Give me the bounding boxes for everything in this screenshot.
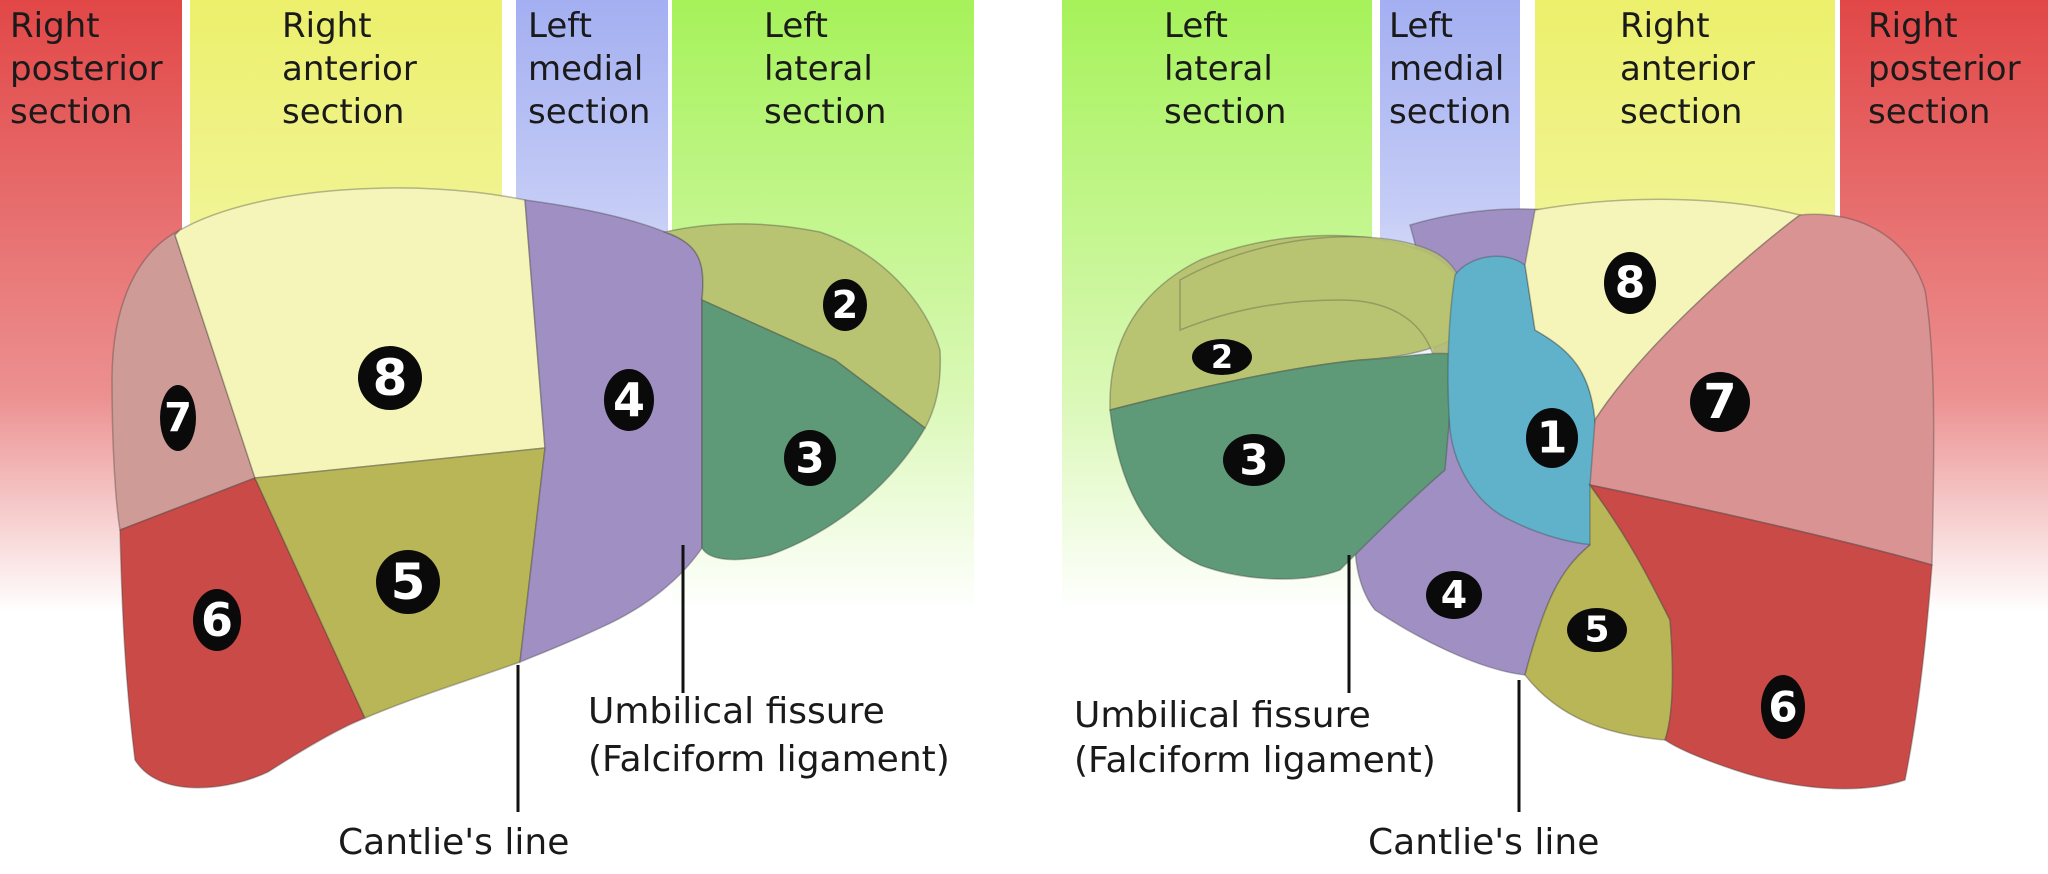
band-label: anterior xyxy=(282,49,417,89)
umbilical-fissure-label: Umbilical fissure xyxy=(1074,695,1371,736)
band-label: section xyxy=(1389,92,1511,132)
segment-marker: 4 xyxy=(604,369,654,431)
band-label: Right xyxy=(282,6,372,46)
band-label: section xyxy=(1164,92,1286,132)
svg-text:7: 7 xyxy=(164,395,192,441)
left-view: Right posterior section Right anterior s… xyxy=(0,0,974,863)
segment-8 xyxy=(174,187,546,479)
right-segment-markers: 2 3 4 1 8 7 5 xyxy=(1192,252,1805,739)
band-label: lateral xyxy=(1164,49,1273,89)
band-label: section xyxy=(282,92,404,132)
band-label: Left xyxy=(528,6,592,46)
svg-text:1: 1 xyxy=(1537,413,1568,464)
right-view: Left lateral section Left medial section… xyxy=(1062,0,2048,863)
segment-2 xyxy=(662,222,942,430)
band-label: section xyxy=(764,92,886,132)
band-label: posterior xyxy=(10,49,163,89)
left-segment-markers: 7 8 6 5 4 2 3 xyxy=(160,279,867,651)
svg-text:3: 3 xyxy=(795,434,824,483)
svg-text:8: 8 xyxy=(1615,258,1646,309)
band-label: medial xyxy=(1389,49,1504,89)
band-label: section xyxy=(528,92,650,132)
band-label: medial xyxy=(528,49,643,89)
segment-6 xyxy=(1588,483,1933,790)
svg-text:8: 8 xyxy=(373,349,408,407)
band-label: Right xyxy=(10,6,100,46)
falciform-ligament-label: (Falciform ligament) xyxy=(588,739,950,780)
band-label: posterior xyxy=(1868,49,2021,89)
segment-3 xyxy=(701,298,926,561)
segment-1 xyxy=(1447,255,1601,546)
svg-text:2: 2 xyxy=(832,283,858,327)
cantlies-line-label: Cantlie's line xyxy=(338,822,569,863)
segment-marker: 8 xyxy=(358,346,422,410)
svg-text:3: 3 xyxy=(1239,436,1268,485)
segment-marker: 3 xyxy=(1223,434,1285,486)
svg-text:7: 7 xyxy=(1703,374,1736,430)
segment-marker: 5 xyxy=(1567,608,1627,652)
cantlies-line-label: Cantlie's line xyxy=(1368,822,1599,863)
segment-marker: 4 xyxy=(1426,571,1482,619)
svg-text:4: 4 xyxy=(1441,573,1467,617)
band-label: anterior xyxy=(1620,49,1755,89)
band-label: Left xyxy=(764,6,828,46)
umbilical-fissure-label: Umbilical fissure xyxy=(588,691,885,732)
segment-marker: 8 xyxy=(1604,252,1656,314)
segment-marker: 6 xyxy=(1761,675,1805,739)
left-band-labels: Right posterior section Right anterior s… xyxy=(10,6,886,132)
band-label: section xyxy=(1868,92,1990,132)
segment-7 xyxy=(111,229,256,532)
left-annotations: Umbilical fissure (Falciform ligament) C… xyxy=(338,545,950,863)
segment-marker: 3 xyxy=(784,430,836,486)
band-label: Right xyxy=(1620,6,1710,46)
segment-marker: 5 xyxy=(376,550,440,614)
segment-marker: 1 xyxy=(1526,408,1578,468)
falciform-ligament-label: (Falciform ligament) xyxy=(1074,740,1436,781)
svg-text:2: 2 xyxy=(1211,338,1233,376)
segment-marker: 7 xyxy=(1690,372,1750,432)
svg-text:5: 5 xyxy=(1584,610,1609,651)
segment-marker: 2 xyxy=(823,279,867,331)
band-label: Left xyxy=(1389,6,1453,46)
band-label: Right xyxy=(1868,6,1958,46)
segment-marker: 7 xyxy=(160,385,196,451)
segment-marker: 6 xyxy=(193,589,241,651)
svg-text:4: 4 xyxy=(613,373,645,427)
segment-marker: 2 xyxy=(1192,338,1252,376)
band-label: Left xyxy=(1164,6,1228,46)
segment-6 xyxy=(119,477,367,789)
svg-text:6: 6 xyxy=(1768,683,1797,732)
svg-text:6: 6 xyxy=(201,593,233,647)
right-annotations: Umbilical fissure (Falciform ligament) C… xyxy=(1074,555,1599,863)
band-label: section xyxy=(1620,92,1742,132)
right-band-labels: Left lateral section Left medial section… xyxy=(1164,6,2021,132)
svg-text:5: 5 xyxy=(391,553,426,611)
band-label: lateral xyxy=(764,49,873,89)
band-label: section xyxy=(10,92,132,132)
